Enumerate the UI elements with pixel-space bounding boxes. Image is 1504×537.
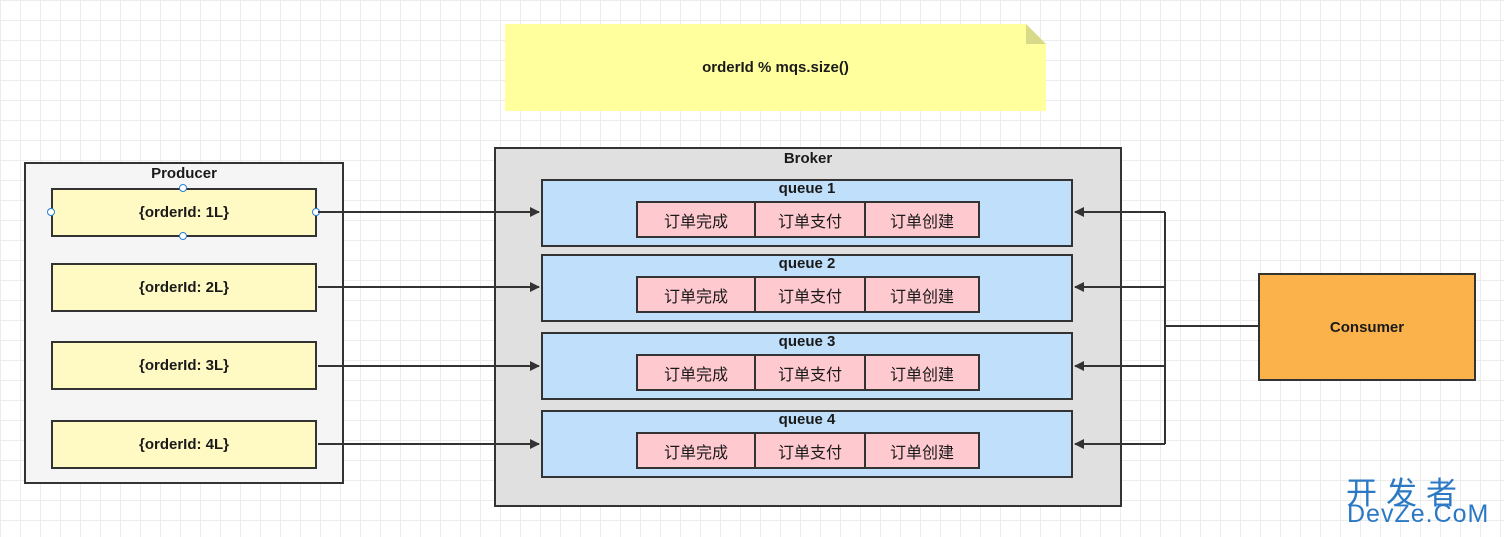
queue-box-4[interactable]: queue 4 订单完成 订单支付 订单创建 (541, 410, 1073, 478)
order-box-1[interactable]: {orderId: 1L} (51, 188, 317, 237)
order-box-2[interactable]: {orderId: 2L} (51, 263, 317, 312)
message-cell: 订单完成 (663, 213, 728, 231)
order-label: {orderId: 2L} (138, 279, 229, 296)
producer-title: Producer (151, 165, 217, 182)
message-cell: 订单创建 (864, 434, 978, 467)
order-label: {orderId: 4L} (138, 436, 229, 453)
order-box-3[interactable]: {orderId: 3L} (51, 341, 317, 390)
order-box-4[interactable]: {orderId: 4L} (51, 420, 317, 469)
watermark-chinese: 开发者 (1346, 476, 1466, 511)
message-cell: 订单完成 (663, 444, 728, 462)
message-cell: 订单创建 (864, 356, 978, 389)
message-cell: 订单支付 (754, 203, 864, 236)
queue-title: queue 1 (778, 180, 836, 197)
message-row: 订单完成 订单支付 订单创建 (636, 276, 980, 313)
queue-box-3[interactable]: queue 3 订单完成 订单支付 订单创建 (541, 332, 1073, 400)
message-cell: 订单创建 (864, 203, 978, 236)
queue-box-2[interactable]: queue 2 订单完成 订单支付 订单创建 (541, 254, 1073, 322)
selection-handle-top[interactable] (179, 184, 187, 192)
message-row: 订单完成 订单支付 订单创建 (636, 432, 980, 469)
queue-title: queue 2 (778, 255, 836, 272)
watermark-site: DevZe.CoM (1347, 500, 1490, 528)
queue-box-1[interactable]: queue 1 订单完成 订单支付 订单创建 (541, 179, 1073, 247)
selection-handle-left[interactable] (47, 208, 55, 216)
message-cell: 订单完成 (663, 288, 728, 306)
order-label: {orderId: 1L} (138, 204, 229, 221)
message-row: 订单完成 订单支付 订单创建 (636, 354, 980, 391)
sticky-note: orderId % mqs.size() (505, 24, 1046, 111)
consumer-box[interactable]: Consumer (1258, 273, 1476, 381)
message-cell: 订单完成 (663, 366, 728, 384)
queue-title: queue 3 (778, 333, 836, 350)
consumer-label: Consumer (1329, 318, 1405, 336)
message-cell: 订单支付 (754, 356, 864, 389)
order-label: {orderId: 3L} (138, 357, 229, 374)
selection-handle-bottom[interactable] (179, 232, 187, 240)
message-row: 订单完成 订单支付 订单创建 (636, 201, 980, 238)
message-cell: 订单创建 (864, 278, 978, 311)
note-text: orderId % mqs.size() (702, 59, 849, 76)
message-cell: 订单支付 (754, 434, 864, 467)
message-cell: 订单支付 (754, 278, 864, 311)
broker-title: Broker (783, 150, 833, 167)
queue-title: queue 4 (778, 411, 836, 428)
